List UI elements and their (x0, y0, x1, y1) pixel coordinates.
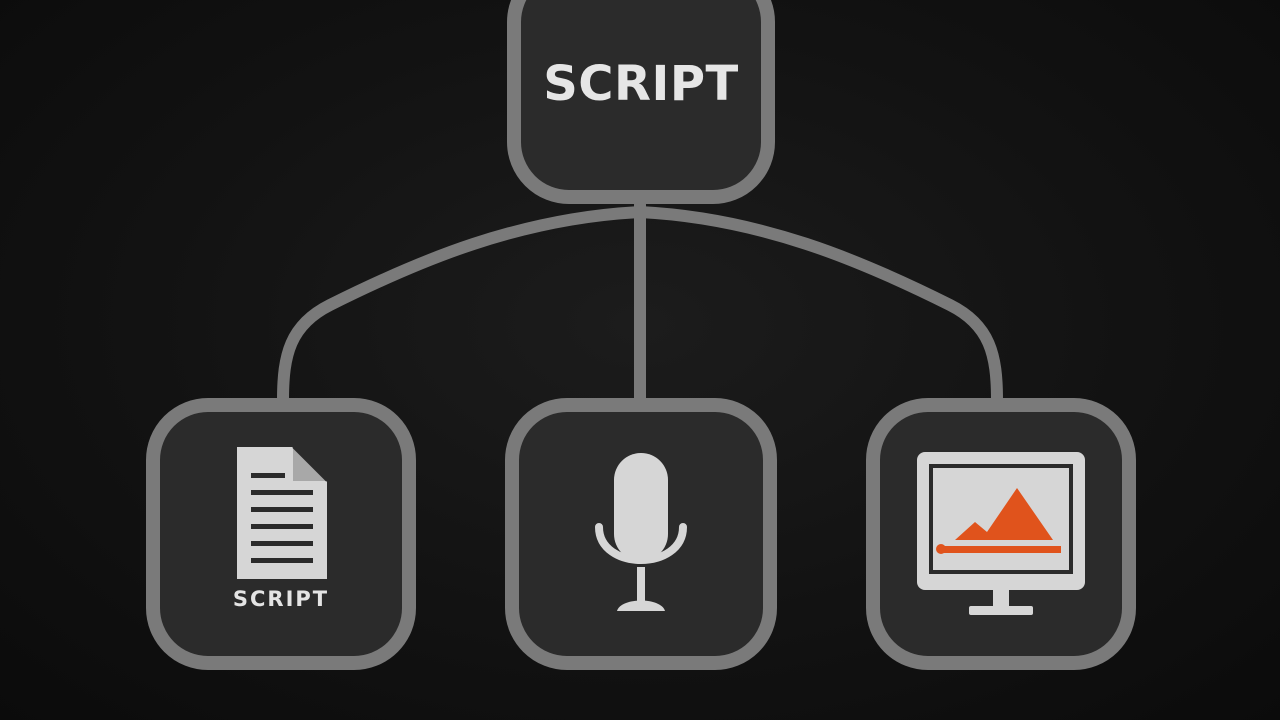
microphone-icon (595, 453, 687, 611)
document-icon (237, 446, 328, 579)
connector-root-to-video (634, 206, 1003, 406)
child-node-video[interactable] (866, 398, 1136, 670)
monitor-chart-icon (917, 452, 1085, 615)
child-node-script[interactable]: SCRIPT (146, 398, 416, 670)
document-caption: SCRIPT (232, 587, 330, 611)
child-node-audio[interactable] (505, 398, 777, 670)
connector-root-to-script (277, 206, 646, 406)
root-node-script[interactable]: SCRIPT (507, 0, 775, 204)
document-icon-group: SCRIPT (221, 443, 341, 615)
root-node-label: SCRIPT (543, 56, 739, 112)
